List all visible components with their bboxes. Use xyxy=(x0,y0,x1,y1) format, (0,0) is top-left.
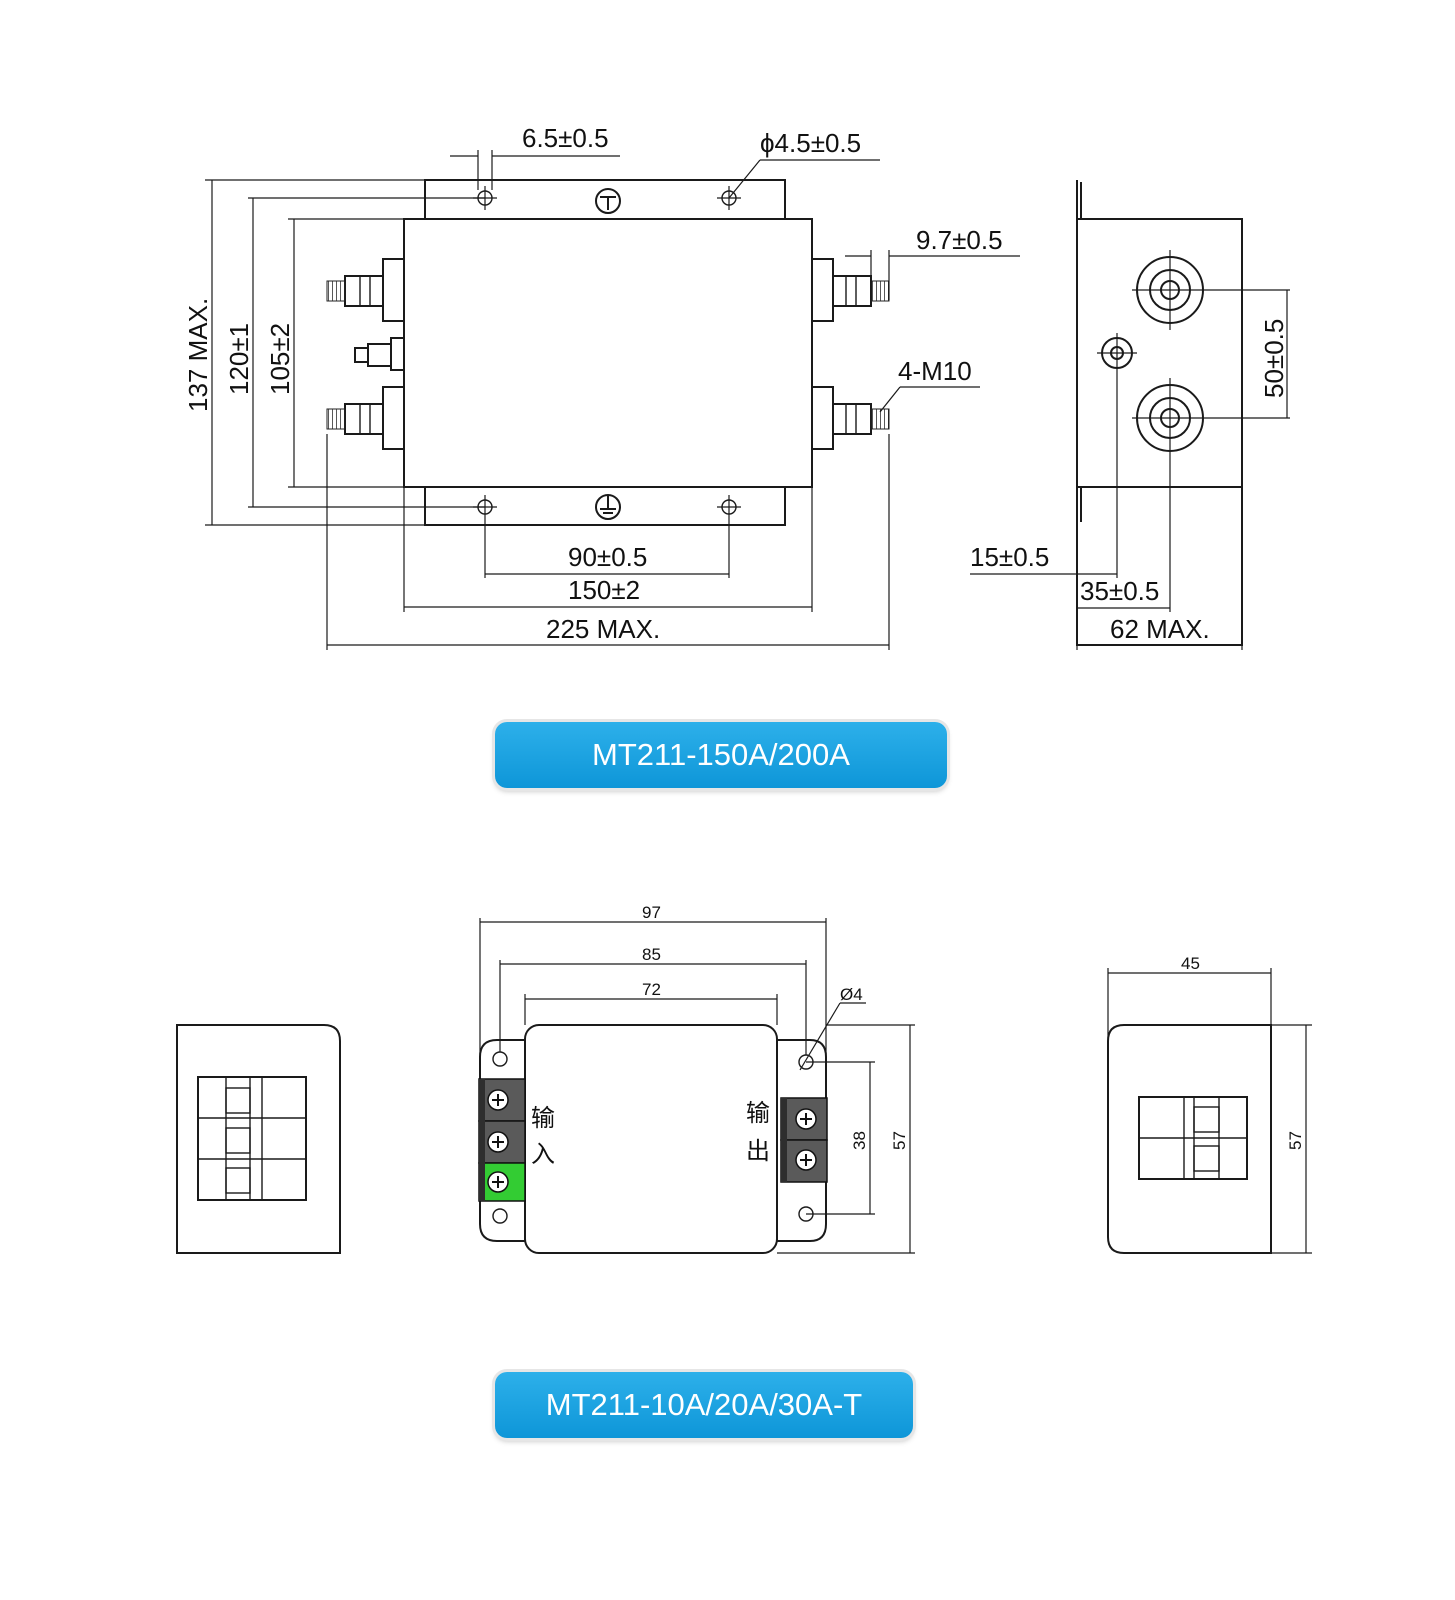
mounting-hole xyxy=(717,495,741,519)
input-label-char-2: 入 xyxy=(531,1140,555,1168)
dim-total-length: 225 MAX. xyxy=(546,614,660,644)
output-label-char-1: 输 xyxy=(746,1099,770,1127)
bottom-top-dimensions xyxy=(479,918,915,1254)
terminal-bolt xyxy=(326,258,405,322)
terminal-bolt xyxy=(326,386,405,450)
model-label-badge-small: MT211-10A/20A/30A-T xyxy=(495,1372,913,1438)
bottom-right-end-view xyxy=(1107,1024,1272,1254)
dim-hole-diameter-small: Ø4 xyxy=(840,985,863,1004)
dim-height-max: 137 MAX. xyxy=(183,298,213,412)
output-label-char-2: 出 xyxy=(746,1137,770,1165)
input-terminal-block xyxy=(478,1078,526,1202)
dim-hole-offset: 6.5±0.5 xyxy=(522,123,609,153)
ground-symbol-icon xyxy=(595,494,621,520)
dim-body-length: 150±2 xyxy=(568,575,640,605)
input-label-char-1: 输 xyxy=(531,1104,555,1132)
ground-terminal xyxy=(478,1162,526,1202)
side-terminal xyxy=(1132,250,1290,330)
dim-side-depth: 62 MAX. xyxy=(1110,614,1210,644)
top-side-view xyxy=(1076,180,1290,646)
dim-side-offset-b: 35±0.5 xyxy=(1080,576,1159,606)
mounting-hole xyxy=(492,1208,508,1224)
dim-hole-spacing-small: 85 xyxy=(642,945,661,964)
ground-stud xyxy=(354,337,405,371)
bottom-right-dimensions xyxy=(1107,968,1312,1254)
top-side-dimensions xyxy=(970,290,1288,650)
dim-side-height-small: 57 xyxy=(1286,1131,1305,1150)
side-ground-stud xyxy=(1097,333,1137,578)
dim-hole-spacing: 90±0.5 xyxy=(568,542,647,572)
dim-body-width: 72 xyxy=(642,980,661,999)
terminal-bolt xyxy=(811,386,890,450)
output-terminal-block xyxy=(780,1097,828,1183)
dim-side-terminal-spacing: 50±0.5 xyxy=(1259,319,1289,398)
top-front-view xyxy=(326,179,890,526)
dim-thread: 4-M10 xyxy=(898,356,972,386)
model-label-badge-large: MT211-150A/200A xyxy=(495,722,947,788)
dim-terminal-height: 38 xyxy=(850,1131,869,1150)
filter-body xyxy=(403,218,813,488)
top-front-dimensions xyxy=(205,150,1020,650)
dim-body-height: 105±2 xyxy=(265,323,295,395)
dim-side-depth-small: 45 xyxy=(1181,954,1200,973)
bottom-left-end-view xyxy=(176,1024,341,1254)
dim-body-height-small: 57 xyxy=(890,1131,909,1150)
dim-mount-height: 120±1 xyxy=(224,323,254,395)
side-terminal xyxy=(1132,378,1290,612)
dim-hole-diameter: ϕ4.5±0.5 xyxy=(760,128,861,158)
terminal-bolt xyxy=(811,258,890,322)
ground-symbol-icon xyxy=(595,188,621,214)
bottom-top-view xyxy=(478,1024,828,1254)
dim-overall-width: 97 xyxy=(642,903,661,922)
dim-terminal-offset: 9.7±0.5 xyxy=(916,225,1003,255)
dim-side-offset-a: 15±0.5 xyxy=(970,542,1049,572)
